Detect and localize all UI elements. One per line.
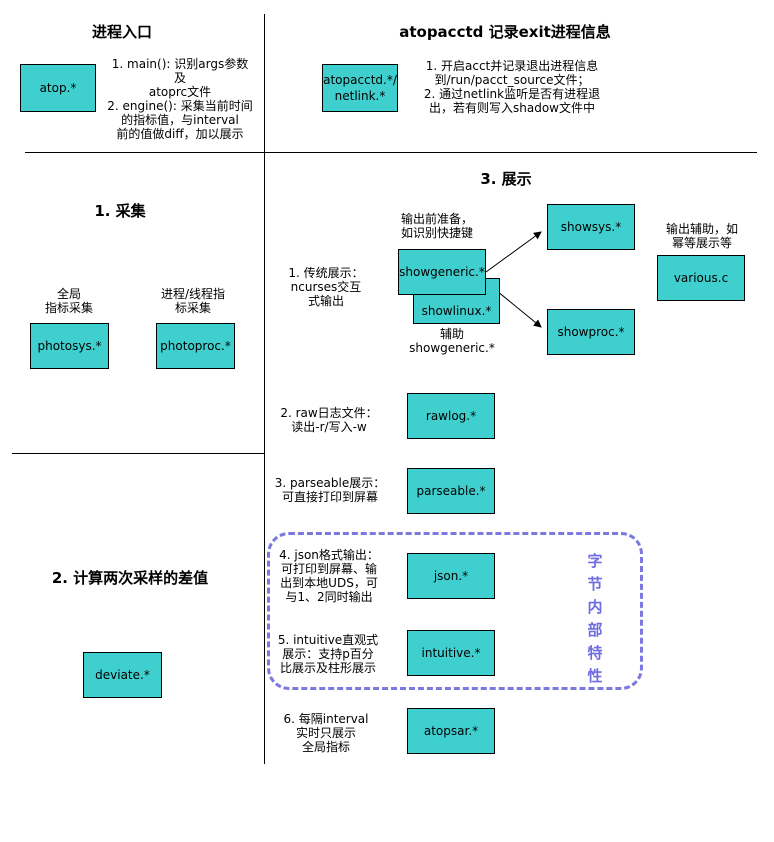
json-box: json.*	[407, 553, 495, 599]
proc-collect-label: 进程/线程指 标采集	[160, 287, 226, 315]
intuitive-label: 5. intuitive直观式 展示：支持p百分 比展示及柱形展示	[277, 633, 379, 675]
atopsar-box: atopsar.*	[407, 708, 495, 754]
divider-horizontal-top	[25, 152, 757, 153]
photosys-box: photosys.*	[30, 323, 109, 369]
rawlog-box: rawlog.*	[407, 393, 495, 439]
showsys-box: showsys.*	[547, 204, 635, 250]
byte-internal-features-label: 字 节 内 部 特 性	[587, 552, 603, 685]
byte-internal-features-region	[267, 532, 643, 690]
arrow-to-showsys	[485, 231, 542, 273]
parseable-label: 3. parseable展示： 可直接打印到屏幕	[274, 476, 386, 504]
global-collect-label: 全局 指标采集	[44, 287, 93, 315]
atopacctd-box: atopacctd.*/ netlink.*	[322, 64, 398, 112]
raw-label: 2. raw日志文件： 读出-r/写入-w	[280, 406, 378, 434]
json-label: 4. json格式输出： 可打印到屏幕、输 出到本地UDS，可 与1、2同时输出	[279, 548, 379, 604]
prep-label: 输出前准备， 如识别快捷键	[400, 212, 473, 240]
output-helper-label: 输出辅助，如 幂等展示等	[665, 222, 738, 250]
parseable-box: parseable.*	[407, 468, 495, 514]
showproc-box: showproc.*	[547, 309, 635, 355]
divider-vertical	[264, 14, 265, 764]
entry-title: 进程入口	[91, 23, 152, 41]
intuitive-box: intuitive.*	[407, 630, 495, 676]
divider-horizontal-left	[12, 453, 264, 454]
traditional-label: 1. 传统展示： ncurses交互 式输出	[288, 266, 364, 308]
atop-box: atop.*	[20, 64, 96, 112]
display-title: 3. 展示	[480, 170, 532, 188]
atop-description: 1. main(): 识别args参数及 atoprc文件 2. engine(…	[107, 57, 253, 141]
various-box: various.c	[657, 255, 745, 301]
deviate-title: 2. 计算两次采样的差值	[51, 569, 209, 587]
atopacctd-description: 1. 开启acct并记录退出进程信息 到/run/pacct_source文件；…	[423, 59, 601, 115]
deviate-box: deviate.*	[83, 652, 162, 698]
helper-label: 辅助 showgeneric.*	[409, 327, 495, 355]
collect-title: 1. 采集	[94, 202, 146, 220]
atopsar-label: 6. 每隔interval 实时只展示 全局指标	[283, 712, 369, 754]
showgeneric-box: showgeneric.*	[398, 249, 486, 295]
atopacctd-title: atopacctd 记录exit进程信息	[399, 23, 611, 41]
photoproc-box: photoproc.*	[156, 323, 235, 369]
